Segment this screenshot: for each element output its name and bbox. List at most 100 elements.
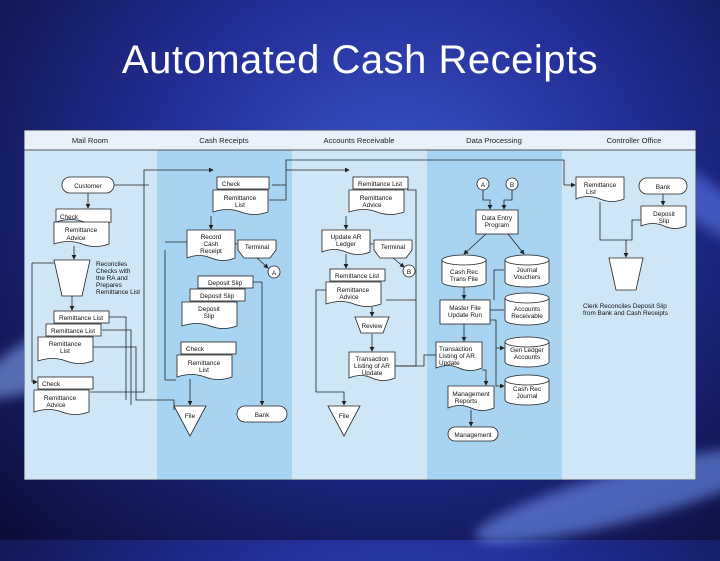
remittance-list-doc-1: Remittance List (53, 310, 110, 324)
gen-ledger-accounts-disk: Gen Ledger Accounts (504, 336, 550, 368)
svg-text:Deposit Slip: Deposit Slip (208, 280, 243, 287)
svg-text:Cash Rec: Cash Rec (450, 269, 479, 276)
reconcile-manual-op (53, 259, 91, 297)
svg-text:Advice: Advice (362, 202, 382, 209)
remittance-list-doc-2: Remittance List (45, 323, 102, 337)
svg-text:List: List (199, 367, 209, 374)
ar-terminal: Terminal (373, 239, 413, 259)
data-entry-program-process: Data Entry Program (475, 209, 519, 235)
remittance-advice-doc-2: Remittance Advice (33, 389, 90, 415)
svg-text:Cash: Cash (204, 241, 219, 248)
management-terminator: Management (447, 426, 499, 442)
cash-remittance-list-doc-2: Remittance List (176, 354, 233, 380)
lane-header-data-processing: Data Processing (466, 136, 522, 145)
controller-remittance-list-doc: Remittance List (575, 176, 625, 202)
master-file-update-run-process: Master File Update Run (439, 299, 491, 325)
svg-text:Remittance List: Remittance List (59, 315, 103, 322)
cash-rec-journal-disk: Cash Rec Journal (504, 374, 550, 406)
svg-text:File: File (339, 413, 350, 420)
svg-text:Check: Check (186, 346, 205, 353)
cash-remittance-list-doc: Remittance List (212, 189, 269, 215)
dp-transaction-listing-doc: Transaction Listing of AR Update (435, 341, 483, 371)
svg-text:Remittance List: Remittance List (335, 273, 379, 280)
svg-text:the RA and: the RA and (96, 275, 128, 282)
svg-text:Receivable: Receivable (511, 313, 543, 320)
svg-text:Trans File: Trans File (450, 276, 479, 283)
ar-remittance-list-doc-2: Remittance List (329, 268, 386, 282)
svg-text:Master File: Master File (449, 305, 481, 312)
controller-bank-terminator: Bank (638, 177, 688, 195)
svg-text:Customer: Customer (74, 183, 103, 190)
reconciles-annotation: Reconciles Checks with the RA and Prepar… (96, 261, 140, 296)
ar-remittance-advice-doc: Remittance Advice (348, 189, 405, 215)
slide-title: Automated Cash Receipts (121, 38, 599, 82)
svg-text:Remittance: Remittance (224, 195, 257, 202)
lane-header-mail-room: Mail Room (72, 136, 108, 145)
journal-vouchers-disk: Journal Vouchers (504, 254, 550, 288)
cash-check-doc: Check (216, 176, 270, 190)
svg-text:Update: Update (362, 370, 383, 377)
remittance-list-doc-3: Remittance List (37, 336, 94, 364)
management-reports-doc: Management Reports (447, 385, 495, 411)
svg-text:Checks with: Checks with (96, 268, 131, 275)
svg-text:Check: Check (222, 181, 241, 188)
deposit-slip-doc-2: Deposit Slip (189, 288, 246, 302)
cash-terminal: Terminal (237, 239, 277, 259)
svg-text:Check: Check (42, 381, 61, 388)
svg-text:Remittance List: Remittance List (51, 328, 95, 335)
svg-text:Listing of AR: Listing of AR (354, 363, 390, 370)
svg-text:Reconciles: Reconciles (96, 261, 127, 268)
svg-text:Bank: Bank (656, 184, 671, 191)
svg-text:Deposit: Deposit (198, 306, 220, 313)
cash-file-storage: File (173, 405, 207, 437)
svg-text:Remittance: Remittance (44, 395, 77, 402)
svg-text:Terminal: Terminal (381, 244, 405, 251)
svg-text:A: A (272, 270, 277, 277)
svg-text:Transaction: Transaction (355, 356, 389, 363)
svg-text:Remittance: Remittance (360, 195, 393, 202)
svg-text:Data Entry: Data Entry (482, 215, 513, 222)
check-doc-2: Check (37, 376, 94, 390)
svg-text:Reports: Reports (455, 398, 477, 405)
svg-text:Listing of AR: Listing of AR (439, 353, 475, 360)
svg-text:Update Run: Update Run (448, 312, 483, 319)
lane-header-accounts-receivable: Accounts Receivable (324, 136, 395, 145)
svg-text:Bank: Bank (255, 412, 270, 419)
svg-text:Accounts: Accounts (514, 306, 540, 313)
svg-text:B: B (510, 182, 514, 189)
svg-text:Check: Check (60, 214, 79, 221)
flowchart: Mail Room Cash Receipts Accounts Receiva… (23, 129, 697, 481)
deposit-slip-doc-1: Deposit Slip (197, 275, 254, 289)
svg-text:A: A (481, 182, 486, 189)
svg-text:Slip: Slip (659, 218, 670, 225)
cash-bank-terminator: Bank (236, 405, 288, 423)
svg-text:Management: Management (452, 391, 490, 398)
svg-text:Remittance List: Remittance List (96, 289, 140, 296)
svg-text:Advice: Advice (46, 402, 66, 409)
controller-deposit-slip-doc: Deposit Slip (640, 205, 687, 229)
lane-header-cash-receipts: Cash Receipts (199, 136, 249, 145)
svg-text:Cash Rec: Cash Rec (513, 386, 542, 393)
ar-remittance-list-doc: Remittance List (352, 176, 409, 190)
cash-rec-trans-file-disk: Cash Rec Trans File (441, 254, 487, 288)
svg-text:Terminal: Terminal (245, 244, 269, 251)
svg-text:Update AR: Update AR (331, 234, 362, 241)
svg-text:Remittance: Remittance (65, 227, 98, 234)
connector-b-ar: B (402, 264, 416, 278)
lane-header-controller-office: Controller Office (607, 136, 662, 145)
svg-text:Remittance: Remittance (49, 341, 82, 348)
clerk-reconciles-annotation: Clerk Reconciles Deposit Slip from Bank … (583, 303, 668, 317)
svg-text:Remittance: Remittance (584, 182, 617, 189)
accounts-receivable-disk: Accounts Receivable (504, 292, 550, 326)
svg-text:Vouchers: Vouchers (514, 274, 541, 281)
connector-a-dp: A (476, 177, 490, 191)
svg-text:List: List (60, 348, 70, 355)
ar-remittance-advice-doc-2: Remittance Advice (325, 281, 382, 307)
svg-text:Receipt: Receipt (200, 248, 222, 255)
svg-text:Deposit Slip: Deposit Slip (200, 293, 235, 300)
svg-text:B: B (407, 269, 411, 276)
ar-transaction-listing-doc: Transaction Listing of AR Update (348, 351, 396, 381)
svg-text:Deposit: Deposit (653, 211, 675, 218)
svg-text:Gen Ledger: Gen Ledger (510, 347, 545, 354)
svg-text:Review: Review (362, 323, 383, 330)
